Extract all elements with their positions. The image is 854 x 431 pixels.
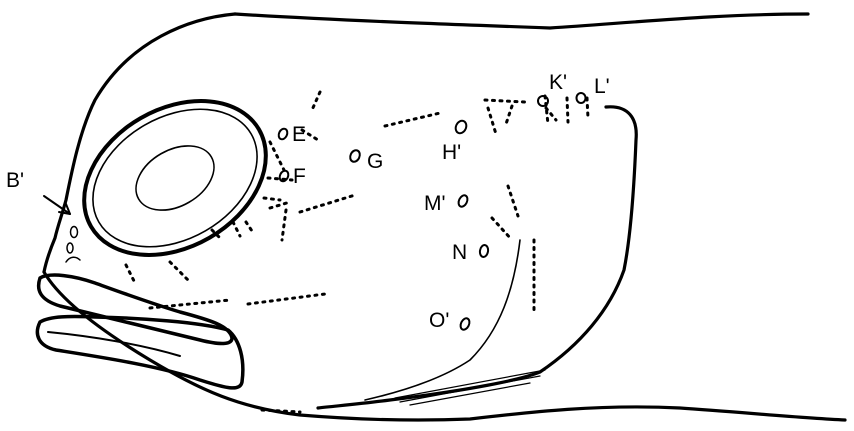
- label-g: G: [367, 151, 383, 172]
- label-k: K': [549, 72, 567, 93]
- label-f: F: [293, 166, 306, 187]
- label-n: N: [452, 242, 467, 263]
- nostril-marks: [66, 227, 80, 263]
- label-m: M': [424, 193, 446, 214]
- head-outline: [44, 14, 845, 420]
- label-l: L': [594, 76, 610, 97]
- label-b: B': [6, 170, 24, 191]
- label-h: H': [442, 142, 461, 163]
- label-e: E: [292, 124, 306, 145]
- label-o: O': [429, 310, 449, 331]
- eye: [56, 70, 293, 287]
